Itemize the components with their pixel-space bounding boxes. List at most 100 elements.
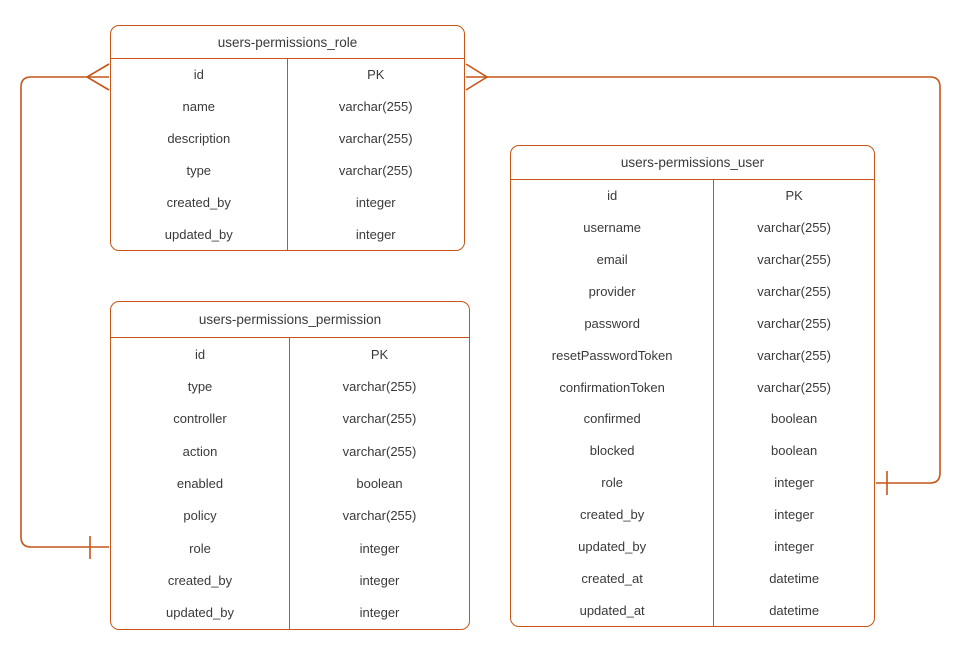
- field-type: integer: [774, 507, 814, 523]
- field-name: enabled: [111, 467, 290, 500]
- field-name: updated_by: [111, 596, 290, 629]
- relationship-wire[interactable]: [20, 76, 109, 548]
- field-name: confirmed: [511, 403, 715, 435]
- field-name: policy: [111, 499, 290, 532]
- field-name: resetPasswordToken: [511, 339, 715, 372]
- table-row: role integer: [511, 466, 874, 499]
- field-name: name: [111, 90, 288, 123]
- field-type: varchar(255): [342, 378, 417, 394]
- field-name: role: [111, 531, 290, 565]
- field-type: boolean: [770, 443, 818, 459]
- field-name: description: [111, 122, 288, 155]
- field-name: username: [511, 211, 715, 244]
- table-row: password varchar(255): [511, 307, 874, 340]
- field-name: created_by: [511, 498, 715, 531]
- table-row: id PK: [111, 59, 464, 91]
- field-name: id: [511, 180, 715, 212]
- table-row: blocked boolean: [511, 434, 874, 467]
- field-name: id: [111, 338, 290, 371]
- table-row: name varchar(255): [111, 90, 464, 123]
- field-name: email: [511, 243, 715, 276]
- field-type: integer: [359, 572, 400, 588]
- field-type: datetime: [769, 570, 820, 586]
- field-type: varchar(255): [757, 347, 831, 363]
- table-row: updated_by integer: [111, 596, 469, 629]
- field-type: boolean: [356, 475, 403, 491]
- field-name: created_at: [511, 562, 715, 595]
- table-row: type varchar(255): [111, 154, 464, 187]
- field-type: varchar(255): [338, 131, 413, 147]
- table-row: confirmed boolean: [511, 403, 874, 435]
- field-name: role: [511, 466, 715, 499]
- field-type: PK: [370, 346, 389, 362]
- field-name: updated_by: [111, 218, 288, 250]
- table-row: confirmationToken varchar(255): [511, 371, 874, 404]
- table-field-list: id PK username varchar(255) email varchar(255…: [511, 180, 874, 627]
- table-row: controller varchar(255): [111, 402, 469, 435]
- field-name: blocked: [511, 434, 715, 467]
- field-type: integer: [774, 538, 814, 554]
- relationship-role-user[interactable]: [465, 63, 941, 495]
- field-type: varchar(255): [338, 162, 413, 178]
- field-name: id: [111, 59, 288, 91]
- table-users-permissions-role[interactable]: users-permissions_role id PK name varchar(2…: [110, 25, 465, 251]
- table-row: enabled boolean: [111, 467, 469, 500]
- table-row: role integer: [111, 531, 469, 565]
- field-type: varchar(255): [757, 252, 831, 268]
- table-title: users-permissions_permission: [111, 302, 469, 338]
- field-name: confirmationToken: [511, 371, 715, 404]
- field-type: varchar(255): [342, 411, 417, 427]
- field-name: provider: [511, 275, 715, 308]
- field-name: created_by: [111, 564, 290, 597]
- table-row: id PK: [511, 180, 874, 212]
- field-name: type: [111, 154, 288, 187]
- table-row: policy varchar(255): [111, 499, 469, 532]
- field-type: varchar(255): [342, 508, 417, 524]
- relationship-role-permission[interactable]: [20, 63, 110, 559]
- field-type: integer: [355, 226, 396, 242]
- field-type: varchar(255): [757, 379, 831, 395]
- table-row: updated_by integer: [111, 218, 464, 250]
- table-row: provider varchar(255): [511, 275, 874, 308]
- field-name: action: [111, 434, 290, 468]
- field-type: integer: [774, 475, 814, 491]
- table-row: updated_at datetime: [511, 594, 874, 627]
- field-name: updated_at: [511, 594, 715, 627]
- field-name: updated_by: [511, 530, 715, 563]
- field-type: PK: [785, 188, 803, 204]
- table-row: resetPasswordToken varchar(255): [511, 339, 874, 372]
- table-row: created_at datetime: [511, 562, 874, 595]
- table-row: username varchar(255): [511, 211, 874, 244]
- table-row: id PK: [111, 338, 469, 371]
- table-users-permissions-user[interactable]: users-permissions_user id PK username varch…: [510, 145, 875, 627]
- field-type: datetime: [769, 602, 820, 618]
- table-title: users-permissions_user: [511, 146, 874, 180]
- field-type: integer: [359, 540, 400, 556]
- field-type: varchar(255): [757, 315, 831, 331]
- table-row: created_by integer: [111, 186, 464, 219]
- field-name: controller: [111, 402, 290, 435]
- field-type: PK: [367, 67, 385, 83]
- field-type: varchar(255): [757, 284, 831, 299]
- field-type: integer: [355, 194, 396, 210]
- relationship-wire[interactable]: [487, 76, 941, 484]
- field-type: integer: [359, 605, 400, 621]
- table-title: users-permissions_role: [111, 26, 464, 59]
- field-type: varchar(255): [342, 443, 417, 459]
- table-row: created_by integer: [111, 564, 469, 597]
- table-row: action varchar(255): [111, 434, 469, 468]
- field-name: created_by: [111, 186, 288, 219]
- table-row: description varchar(255): [111, 122, 464, 155]
- table-row: created_by integer: [511, 498, 874, 531]
- field-name: password: [511, 307, 715, 340]
- field-type: varchar(255): [338, 99, 413, 115]
- field-type: varchar(255): [757, 220, 831, 236]
- field-type: boolean: [770, 411, 818, 427]
- table-row: email varchar(255): [511, 243, 874, 276]
- table-row: updated_by integer: [511, 530, 874, 563]
